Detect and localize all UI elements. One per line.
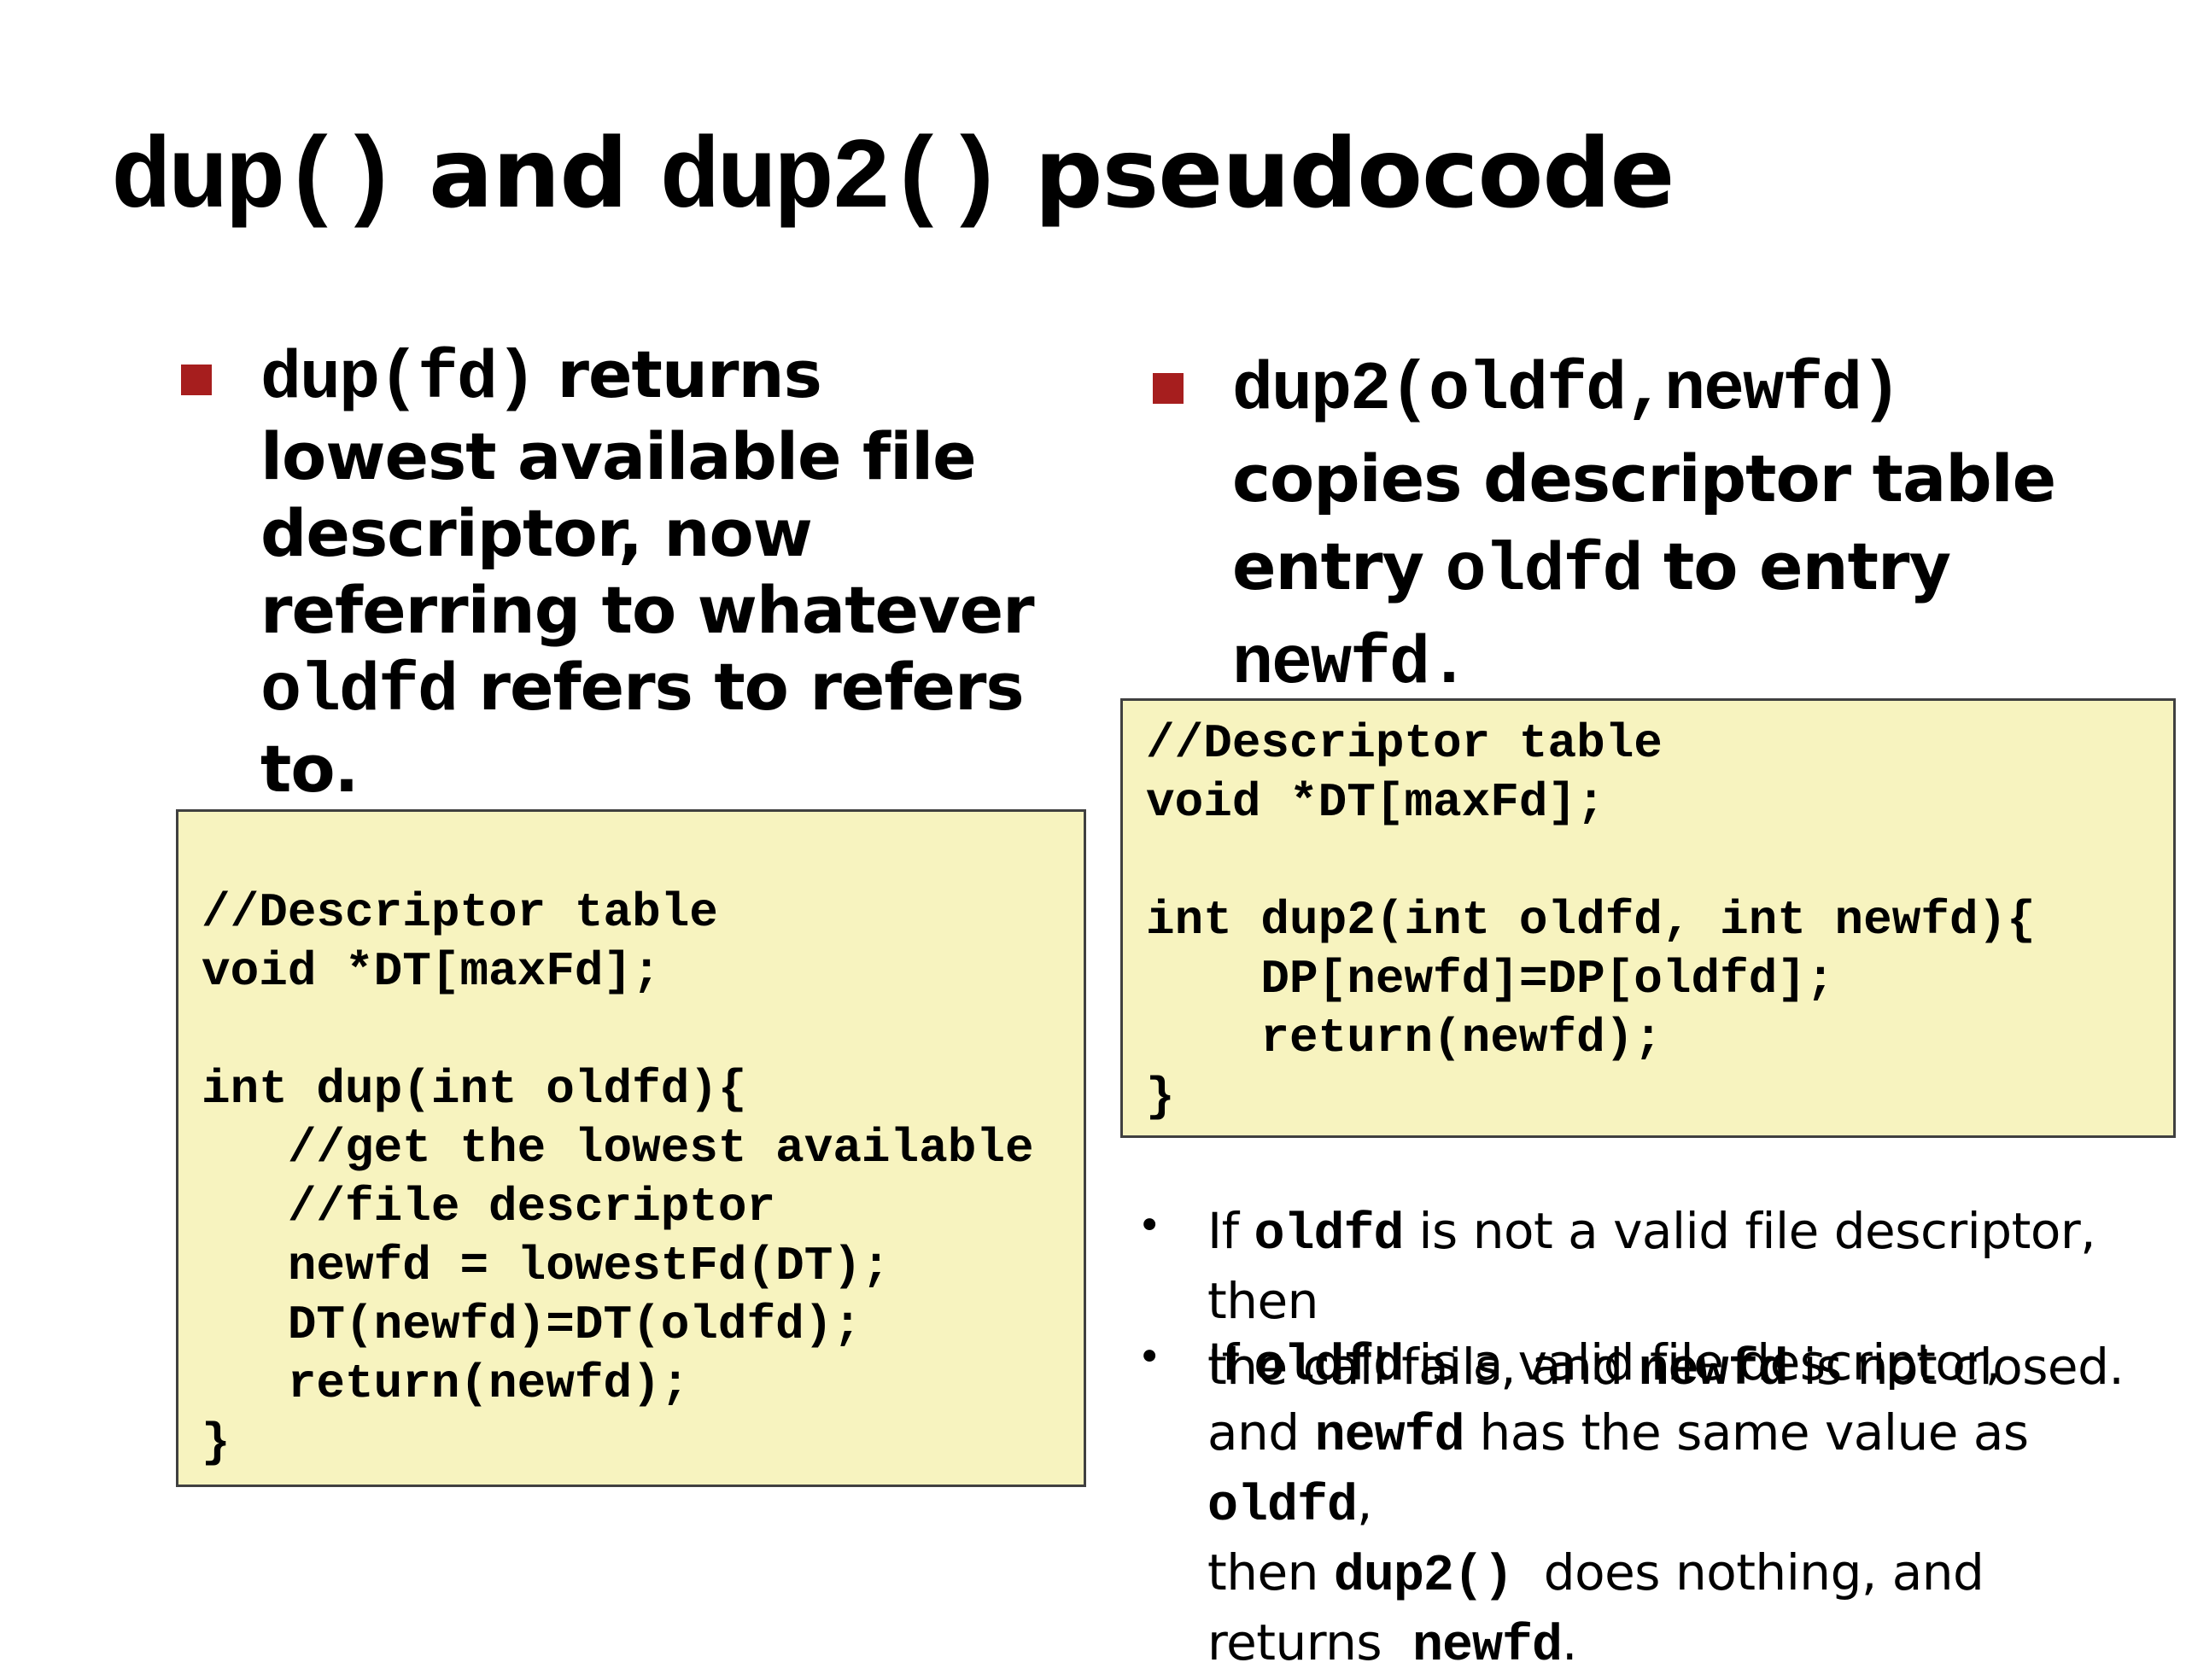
right-code-line-4: DP[newfd]=DP[oldfd]; <box>1146 952 1835 1006</box>
note-2: If oldfd is a valid file descriptor, and… <box>1207 1330 2172 1680</box>
left-bullet-line-3: descriptor, now <box>260 495 813 571</box>
right-bullet-line-3: entry oldfd to entry <box>1232 528 1951 610</box>
left-code-box: //Descriptor table void *DT[maxFd]; int … <box>176 809 1086 1487</box>
left-bullet-square-icon <box>181 365 212 395</box>
left-bullet-line-6: to. <box>260 731 359 807</box>
left-bullet-line-2: lowest available file <box>260 418 977 494</box>
left-code-line-9: } <box>202 1415 231 1470</box>
right-bullet-line-2: copies descriptor table <box>1232 440 2056 516</box>
right-bullet-line-4: newfd. <box>1232 626 1470 703</box>
note-2-line-4: returns newfd. <box>1207 1613 1577 1676</box>
right-code-line-1: //Descriptor table <box>1146 716 1663 771</box>
note-1-line-2: the call fails, and newfd is not closed. <box>1207 1338 2125 1400</box>
right-code-line-6: } <box>1146 1070 1175 1124</box>
title-pseudocode: pseudocode <box>1002 119 1675 230</box>
note-2-line-1: If oldfd is a valid file descriptor, <box>1207 1333 2001 1396</box>
title-and: and <box>396 119 660 230</box>
right-code-line-2: void *DT[maxFd]; <box>1146 775 1605 830</box>
right-bullet-square-icon <box>1153 373 1184 404</box>
note-1-line-1: If oldfd is not a valid file descriptor,… <box>1207 1202 2096 1330</box>
left-bullet-line-1: dup(fd) returns <box>260 336 822 418</box>
right-bullet: dup2(oldfd,newfd) copies descriptor tabl… <box>1232 341 2154 709</box>
left-code-line-1: //Descriptor table <box>202 885 718 940</box>
left-bullet-line-5: oldfd refers to refers <box>260 649 1025 731</box>
page-title: dup() and dup2() pseudocode <box>111 120 1675 239</box>
note-1-bullet-icon: • <box>1137 1202 1162 1250</box>
left-code-line-5: //file descriptor <box>202 1180 776 1234</box>
note-2-bullet-icon: • <box>1137 1333 1162 1381</box>
right-code-line-3: int dup2(int oldfd, int newfd){ <box>1146 893 2036 948</box>
title-dup2: dup2() <box>659 124 1006 237</box>
left-code-line-8: return(newfd); <box>202 1356 690 1411</box>
left-code-line-6: newfd = lowestFd(DT); <box>202 1239 891 1293</box>
note-1: If oldfd is not a valid file descriptor,… <box>1207 1199 2172 1404</box>
title-dup: dup() <box>111 124 400 237</box>
left-code-line-2: void *DT[maxFd]; <box>202 944 661 999</box>
left-bullet: dup(fd) returns lowest available file de… <box>260 336 1080 808</box>
right-code-line-5: return(newfd); <box>1146 1011 1663 1065</box>
note-2-line-3: then dup2() does nothing, and <box>1207 1543 1984 1606</box>
right-code-box: //Descriptor table void *DT[maxFd]; int … <box>1120 698 2176 1138</box>
left-bullet-line-4: referring to whatever <box>260 572 1035 648</box>
right-bullet-line-1: dup2(oldfd,newfd) <box>1232 352 1902 429</box>
left-code-line-3: int dup(int oldfd){ <box>202 1062 747 1117</box>
note-2-line-2: and newfd has the same value as oldfd, <box>1207 1403 2029 1536</box>
left-code-line-4: //get the lowest available <box>202 1121 1034 1175</box>
left-code-line-7: DT(newfd)=DT(oldfd); <box>202 1298 862 1352</box>
